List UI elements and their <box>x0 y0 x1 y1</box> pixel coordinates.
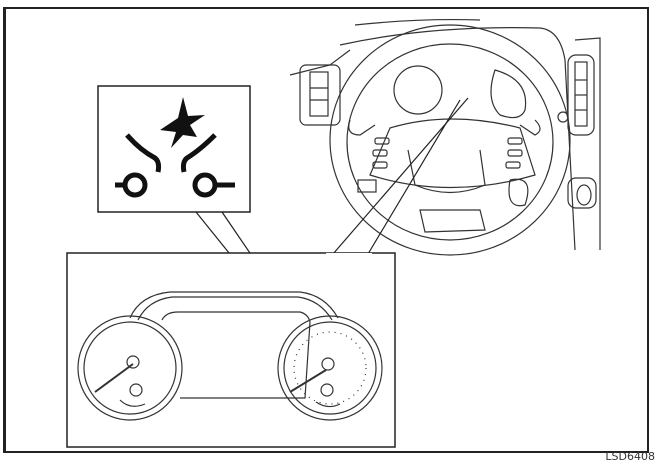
figure-code: LSD6408 <box>605 450 655 463</box>
vehicle-front-icon <box>115 133 235 198</box>
meter-cluster-callout <box>66 252 396 448</box>
speedometer-gauge <box>277 315 383 421</box>
figure-frame <box>3 7 649 453</box>
tachometer-gauge <box>77 315 183 421</box>
dashboard-illustration <box>289 18 601 256</box>
collision-star-icon <box>160 97 205 148</box>
